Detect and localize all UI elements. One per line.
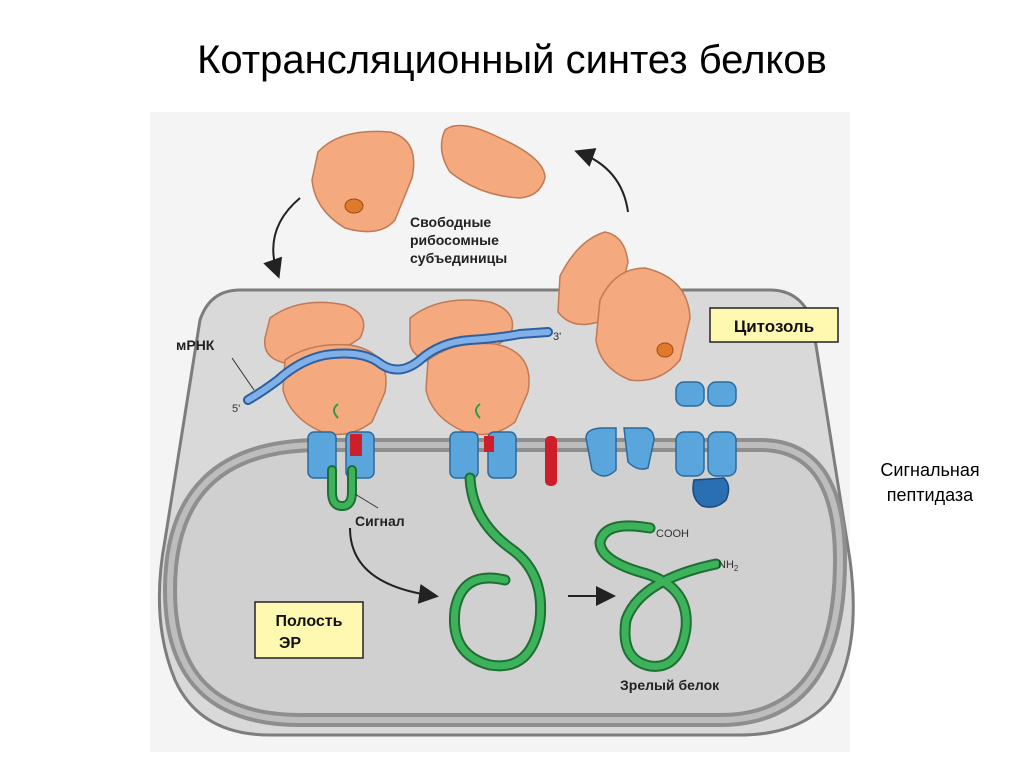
cooh-label: COOH	[656, 528, 689, 540]
signal-peptidase	[692, 477, 730, 508]
translocon-3	[585, 427, 655, 477]
free-small-subunit	[440, 124, 546, 199]
signal-peptidase-side-label: Сигнальная пептидаза	[850, 458, 1010, 508]
translocon-free	[675, 381, 737, 407]
free-subunit-pore	[344, 198, 364, 214]
er-membrane-inner	[166, 442, 844, 723]
translocon-with-peptidase	[675, 431, 737, 477]
three-prime-label: 3'	[553, 331, 561, 343]
mature-protein-label: Зрелый белок	[620, 677, 720, 693]
free-large-subunit	[311, 130, 415, 233]
nh2-text: NH	[718, 559, 734, 571]
ribosome-1-large-subunit	[282, 343, 387, 436]
side-label-line-2: пептидаза	[886, 485, 974, 505]
signal-label: Сигнал	[355, 513, 405, 529]
five-prime-label: 5'	[232, 403, 240, 415]
releasing-subunit-pore	[656, 342, 674, 358]
nh2-subscript: 2	[734, 564, 739, 573]
mrna-label-leader	[231, 357, 255, 391]
cytosol-label-box	[709, 307, 839, 343]
free-subunits-label-3: субъединицы	[410, 250, 507, 266]
arrow-release-to-free	[574, 148, 629, 213]
slide-title: Котрансляционный синтез белков	[197, 38, 827, 82]
releasing-large-subunit	[595, 267, 691, 382]
cleaved-signal-peptide	[545, 436, 557, 486]
free-subunits-label-1: Свободные	[410, 214, 491, 230]
translocon-1	[307, 403, 375, 479]
er-lumen-label-2: ЭР	[279, 635, 301, 652]
arrow-signal-to-folding	[349, 527, 439, 604]
translocon-2	[449, 403, 517, 479]
side-label-line-1: Сигнальная	[880, 460, 980, 480]
er-lumen-label-1: Полость	[276, 613, 343, 630]
mrna-label: мРНК	[176, 337, 215, 353]
signal-label-leader	[354, 493, 379, 509]
er-lumen-label-box	[254, 601, 364, 659]
cytosol-label: Цитозоль	[734, 317, 814, 336]
nh2-label: NH2	[718, 559, 739, 573]
mrna-strand-highlight	[245, 329, 551, 403]
arrow-subunits-to-mrna	[263, 197, 301, 279]
free-subunits-label-2: рибосомные	[410, 232, 499, 248]
